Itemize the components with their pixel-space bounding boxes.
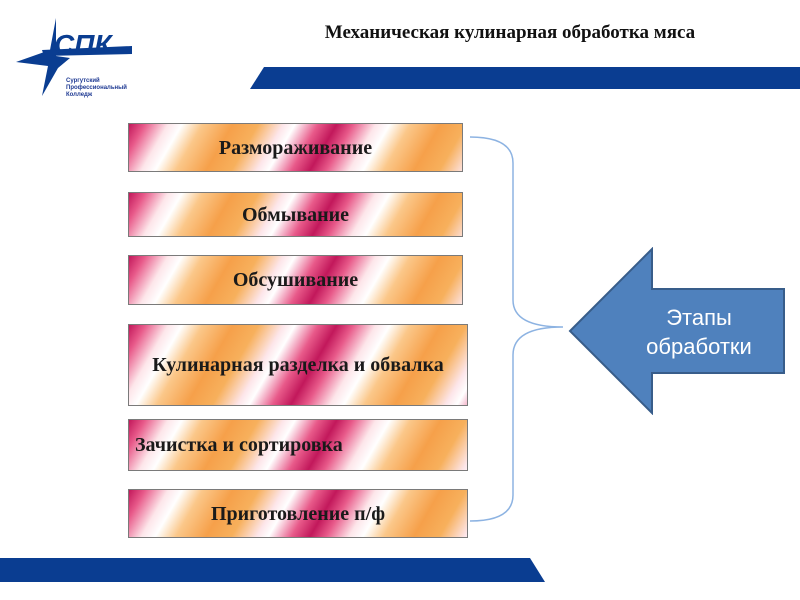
stage-box: Обсушивание: [128, 255, 463, 305]
logo-line: Профессиональный: [66, 85, 127, 91]
stage-label: Размораживание: [218, 136, 373, 159]
logo-line: Колледж: [66, 92, 93, 98]
stage-box: Приготовление п/ф: [128, 489, 468, 538]
right-curly-bracket: [469, 136, 564, 522]
college-logo: СПК Сургутский Профессиональный Колледж: [12, 10, 142, 100]
stage-box: Размораживание: [128, 123, 463, 172]
footer-bar: [0, 558, 545, 582]
stage-label: Обсушивание: [232, 269, 359, 291]
arrow-label: Этапы обработки: [646, 305, 752, 359]
left-arrow-shape: [568, 247, 785, 415]
title-underline-bar: [250, 67, 800, 89]
stage-label: Кулинарная разделка и обвалка: [152, 354, 444, 376]
stage-box: Обмывание: [128, 192, 463, 237]
logo-line: Сургутский: [66, 78, 100, 84]
stage-label: Зачистка и сортировка: [135, 434, 343, 456]
stage-box: Зачистка и сортировка: [128, 419, 468, 471]
logo-caption: Сургутский Профессиональный Колледж: [66, 78, 146, 99]
stage-box: Кулинарная разделка и обвалка: [128, 324, 468, 406]
star-swoosh-logo-icon: СПК: [16, 18, 132, 96]
slide-title: Механическая кулинарная обработка мяса: [324, 22, 696, 43]
stage-label: Обмывание: [241, 203, 350, 226]
stage-label: Приготовление п/ф: [210, 502, 386, 525]
logo-mark: СПК: [54, 29, 113, 60]
